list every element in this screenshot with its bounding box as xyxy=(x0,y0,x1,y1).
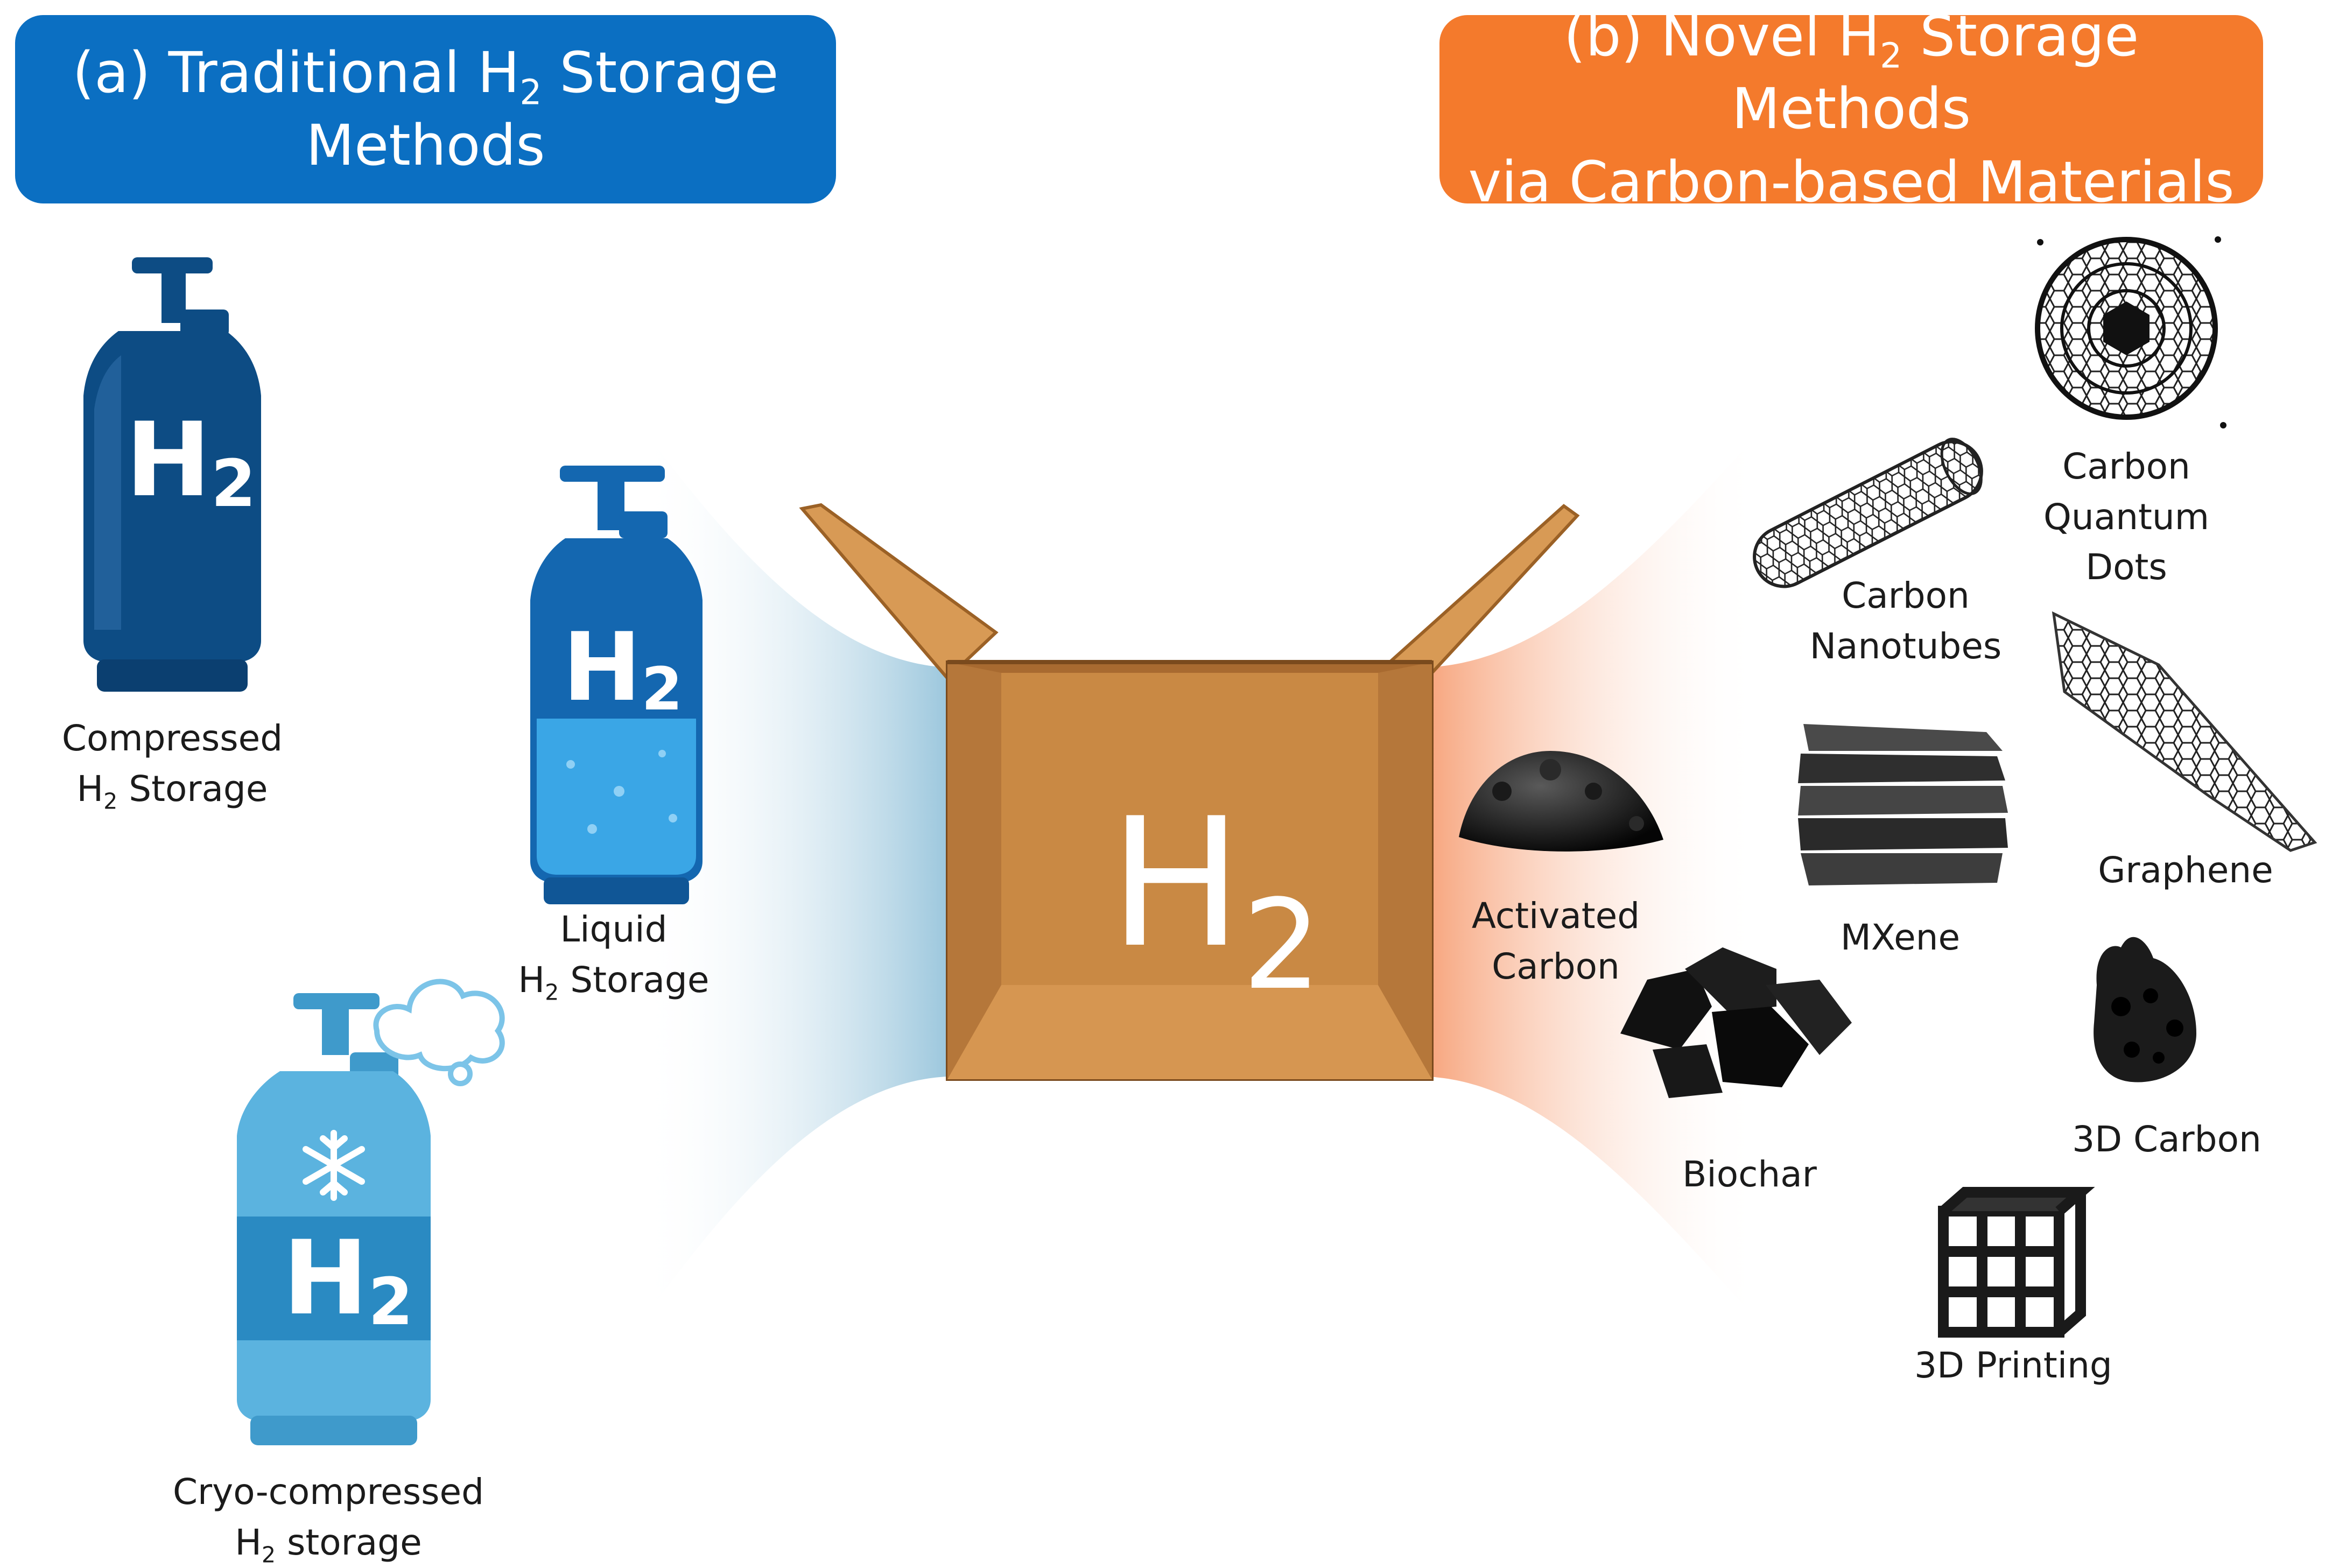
snowflake-icon xyxy=(303,1130,365,1201)
compressed-storage-label: Compressed H2 Storage xyxy=(61,718,283,814)
mxene-label: MXene xyxy=(1840,917,1961,958)
liquid-h2-mark: H2 xyxy=(563,613,683,723)
vapor-cloud-icon xyxy=(373,979,505,1086)
cryo-h2-mark: H2 xyxy=(283,1219,413,1340)
right-funnel xyxy=(1427,431,1760,1324)
cryo-storage-label: Cryo-compressed H2 storage xyxy=(172,1471,484,1568)
left-section-header: (a) Traditional H2 Storage Methods xyxy=(15,15,836,203)
carbon-nanotube-image xyxy=(1753,438,1983,588)
right-header-line2: via Carbon-based Materials xyxy=(1468,149,2235,215)
right-header-line1: (b) Novel H xyxy=(1563,3,1880,69)
compressed-h2-cylinder: H2 xyxy=(83,257,261,692)
right-header-line1-end: Storage Methods xyxy=(1731,3,2139,142)
activated-carbon-image xyxy=(1459,751,1663,852)
3d-carbon-image xyxy=(2094,937,2196,1082)
right-section-header: (b) Novel H2 Storage Methods via Carbon-… xyxy=(1439,3,2263,215)
mxene-image xyxy=(1798,724,2008,885)
box-h2-label: H2 xyxy=(1109,780,1322,1017)
cardboard-box xyxy=(799,503,1580,1081)
left-header-subscript: 2 xyxy=(519,72,542,113)
3d-printing-label: 3D Printing xyxy=(1914,1345,2112,1386)
left-header-line2: Methods xyxy=(306,112,545,178)
left-header-line1-end: Storage xyxy=(542,39,779,106)
left-funnel xyxy=(641,425,947,1324)
3d-carbon-label: 3D Carbon xyxy=(2072,1119,2261,1160)
left-header-line1: (a) Traditional H xyxy=(72,39,520,106)
3d-printing-image xyxy=(1938,1187,2095,1338)
cryo-h2-cylinder: H2 xyxy=(237,979,505,1445)
graphene-image xyxy=(2052,611,2317,852)
compressed-h2-mark: H2 xyxy=(125,400,256,522)
box-flap-left xyxy=(799,503,999,681)
liquid-h2-cylinder: H2 xyxy=(530,466,703,904)
right-header-subscript: 2 xyxy=(1880,36,1902,76)
graphene-label: Graphene xyxy=(2098,849,2273,891)
biochar-image xyxy=(1620,947,1852,1098)
biochar-label: Biochar xyxy=(1682,1154,1817,1195)
liquid-storage-label: Liquid H2 Storage xyxy=(518,909,710,1006)
carbon-quantum-dots-image xyxy=(2035,236,2226,428)
